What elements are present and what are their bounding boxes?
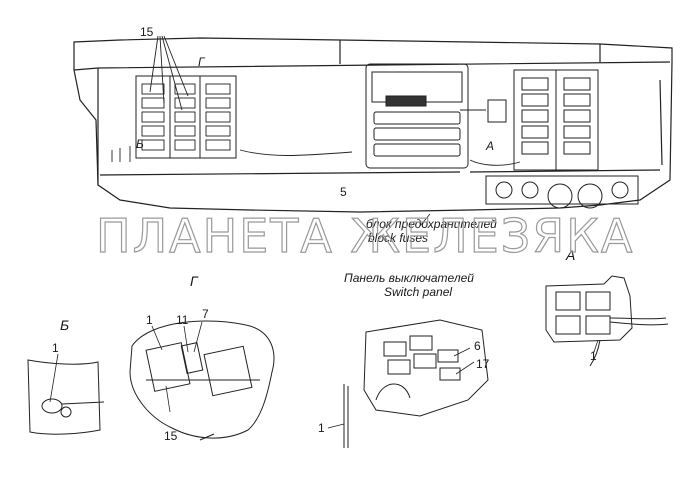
- fuse-block-leader: [419, 213, 431, 227]
- watermark: ПЛАНЕТА ЖЕЛЕЗЯКА: [96, 209, 634, 263]
- switch-panel-detail: [343, 319, 489, 448]
- dashboard-panel: [73, 37, 673, 213]
- callout-view-a-top: А: [485, 139, 494, 153]
- left-fuse-cells: [141, 83, 231, 151]
- switch-panel-callout-17: 17: [476, 357, 490, 371]
- view-a-detail: [545, 275, 669, 367]
- lower-switch-row: [485, 175, 639, 209]
- switch-panel-callout-6: 6: [474, 339, 481, 353]
- callout-view-b-top: Б: [136, 137, 144, 151]
- view-b-leader-1: [49, 353, 59, 403]
- left-fuse-block: [135, 75, 237, 159]
- leader-15: [149, 35, 189, 111]
- view-g-title: Г: [190, 273, 199, 289]
- callout-view-g-top: Г: [198, 55, 206, 69]
- view-g-callout-15: 15: [164, 429, 178, 443]
- view-b-title: Б: [60, 317, 69, 333]
- switch-panel-label-en: Switch panel: [384, 285, 452, 299]
- view-b-callout-1: 1: [52, 341, 59, 355]
- view-a-callout-1: 1: [590, 349, 597, 363]
- dash-wiring: [111, 146, 521, 166]
- switch-panel-leaders: [327, 347, 475, 429]
- view-g-callout-11: 11: [176, 313, 189, 327]
- fuse-block-label-en: block fuses: [368, 231, 428, 245]
- view-g-callout-7: 7: [202, 307, 209, 321]
- callout-15-top: 15: [140, 25, 154, 39]
- view-a-title: А: [565, 247, 575, 263]
- view-g-callout-1: 1: [146, 313, 153, 327]
- callout-5: 5: [340, 185, 347, 199]
- view-b-detail: [27, 359, 105, 435]
- right-fuse-block: [513, 69, 599, 171]
- view-a-leader-1: [593, 339, 599, 353]
- view-g-detail: [129, 320, 275, 441]
- switch-panel-callout-1: 1: [318, 421, 325, 435]
- switch-panel-label-ru: Панель выключателей: [344, 271, 474, 285]
- center-panel: [365, 63, 507, 169]
- view-g-leaders: [151, 321, 203, 413]
- fuse-block-label-ru: блок предохранителей: [366, 217, 497, 231]
